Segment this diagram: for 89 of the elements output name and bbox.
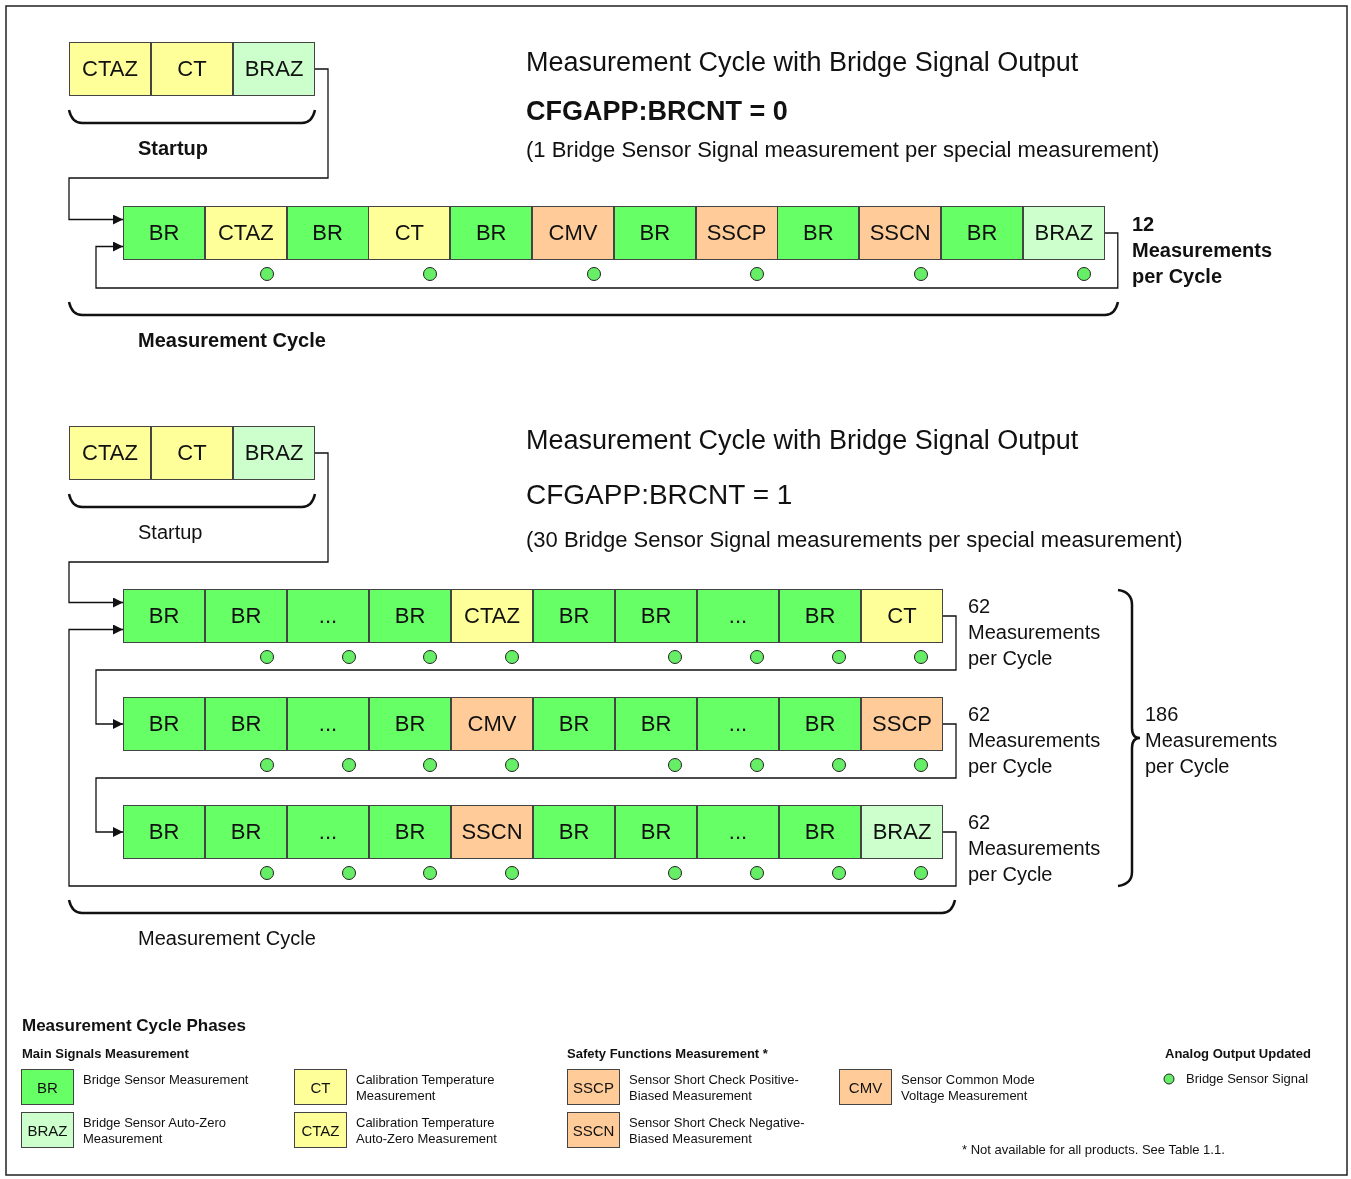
bracket-label: Measurement Cycle: [138, 926, 316, 950]
connector-arrow: [68, 624, 957, 887]
legend-group-title: Safety Functions Measurement *: [567, 1046, 768, 1062]
count-note: 186 Measurements per Cycle: [1145, 702, 1279, 779]
phase-cell: SSCP: [695, 206, 778, 260]
phase-cell: CT: [861, 589, 943, 643]
phase-cell: BR: [205, 805, 287, 859]
phase-cell: BR: [615, 805, 697, 859]
phase-cell: ...: [287, 805, 369, 859]
phase-cell: CMV: [532, 206, 614, 260]
phase-cell: BR: [941, 206, 1023, 260]
phase-cell: BR: [123, 697, 205, 751]
phase-cell: ...: [697, 805, 779, 859]
legend-description: Calibration Temperature Auto-Zero Measurement: [356, 1115, 498, 1147]
connector-arrow: [68, 68, 329, 225]
legend-group-title: Analog Output Updated: [1165, 1046, 1311, 1062]
legend-text: Bridge Sensor Signal: [1186, 1071, 1309, 1087]
phase-cell: ...: [697, 697, 779, 751]
connector-arrow: [95, 232, 1119, 289]
legend-title: Measurement Cycle Phases: [22, 1016, 246, 1037]
phase-cell: SSCN: [859, 206, 942, 260]
count-note: 62 Measurements per Cycle: [968, 810, 1102, 887]
phase-cell: CT: [151, 426, 233, 480]
bracket-label: Startup: [138, 520, 203, 544]
count-note: 62 Measurements per Cycle: [968, 594, 1102, 671]
phase-cell: BR: [613, 206, 696, 260]
phase-cell: BR: [779, 589, 861, 643]
connector-arrow: [95, 615, 957, 729]
setting-value: CFGAPP:BRCNT = 1: [526, 478, 793, 512]
phase-cell: BR: [369, 589, 451, 643]
phase-cell: SSCP: [861, 697, 943, 751]
phase-cell: CTAZ: [451, 589, 533, 643]
phase-cell: ...: [287, 589, 369, 643]
legend-group-title: Main Signals Measurement: [22, 1046, 189, 1062]
count-note: 12 Measurements per Cycle: [1132, 212, 1274, 289]
legend-swatch: SSCP: [567, 1069, 620, 1105]
legend-swatch: BRAZ: [21, 1112, 74, 1148]
setting-note: (1 Bridge Sensor Signal measurement per special measurement): [526, 137, 1160, 164]
phase-cell: CT: [151, 42, 233, 96]
section-title: Measurement Cycle with Bridge Signal Output: [526, 46, 1079, 79]
phase-cell: BR: [123, 206, 205, 260]
legend-description: Sensor Short Check Positive-Biased Measurement: [629, 1072, 800, 1104]
legend-swatch: SSCN: [567, 1112, 620, 1148]
phase-cell: SSCN: [451, 805, 533, 859]
phase-cell: BRAZ: [1022, 206, 1105, 260]
phase-cell: CMV: [451, 697, 533, 751]
phase-cell: BR: [615, 589, 697, 643]
connector-arrow: [95, 723, 957, 837]
phase-cell: BR: [205, 589, 287, 643]
phase-cell: BR: [533, 697, 615, 751]
connector-arrow: [68, 452, 329, 608]
legend-swatch: CMV: [839, 1069, 892, 1105]
phase-cell: BR: [369, 805, 451, 859]
phase-cell: ...: [697, 589, 779, 643]
phase-cell: BR: [286, 206, 369, 260]
legend-description: Bridge Sensor Auto-Zero Measurement: [83, 1115, 228, 1147]
phase-cell: BR: [533, 805, 615, 859]
phase-cell: BR: [450, 206, 533, 260]
phase-cell: BR: [779, 805, 861, 859]
legend-description: Calibration Temperature Measurement: [356, 1072, 496, 1104]
footnote: * Not available for all products. See Table 1.1.: [962, 1142, 1225, 1158]
setting-note: (30 Bridge Sensor Signal measurements per special measurement): [526, 527, 1183, 554]
phase-cell: CTAZ: [204, 206, 287, 260]
phase-cell: CTAZ: [69, 42, 151, 96]
phase-cell: BR: [777, 206, 860, 260]
bracket-label: Measurement Cycle: [138, 328, 326, 352]
bracket-label: Startup: [138, 136, 208, 160]
count-note: 62 Measurements per Cycle: [968, 702, 1102, 779]
phase-cell: BR: [779, 697, 861, 751]
phase-cell: BR: [533, 589, 615, 643]
phase-cell: CT: [368, 206, 451, 260]
phase-cell: BR: [205, 697, 287, 751]
legend-swatch: CTAZ: [294, 1112, 347, 1148]
phase-cell: ...: [287, 697, 369, 751]
phase-cell: BRAZ: [233, 426, 315, 480]
phase-cell: BR: [369, 697, 451, 751]
setting-value: CFGAPP:BRCNT = 0: [526, 95, 788, 128]
legend-description: Bridge Sensor Measurement: [83, 1072, 250, 1088]
legend-swatch: BR: [21, 1069, 74, 1105]
legend-swatch: CT: [294, 1069, 347, 1105]
phase-cell: BR: [123, 589, 205, 643]
section-title: Measurement Cycle with Bridge Signal Output: [526, 424, 1079, 457]
phase-cell: BRAZ: [861, 805, 943, 859]
phase-cell: BRAZ: [233, 42, 315, 96]
phase-cell: BR: [615, 697, 697, 751]
legend-description: Sensor Common Mode Voltage Measurement: [901, 1072, 1036, 1104]
phase-cell: BR: [123, 805, 205, 859]
phase-cell: CTAZ: [69, 426, 151, 480]
legend-description: Sensor Short Check Negative-Biased Measurement: [629, 1115, 806, 1147]
